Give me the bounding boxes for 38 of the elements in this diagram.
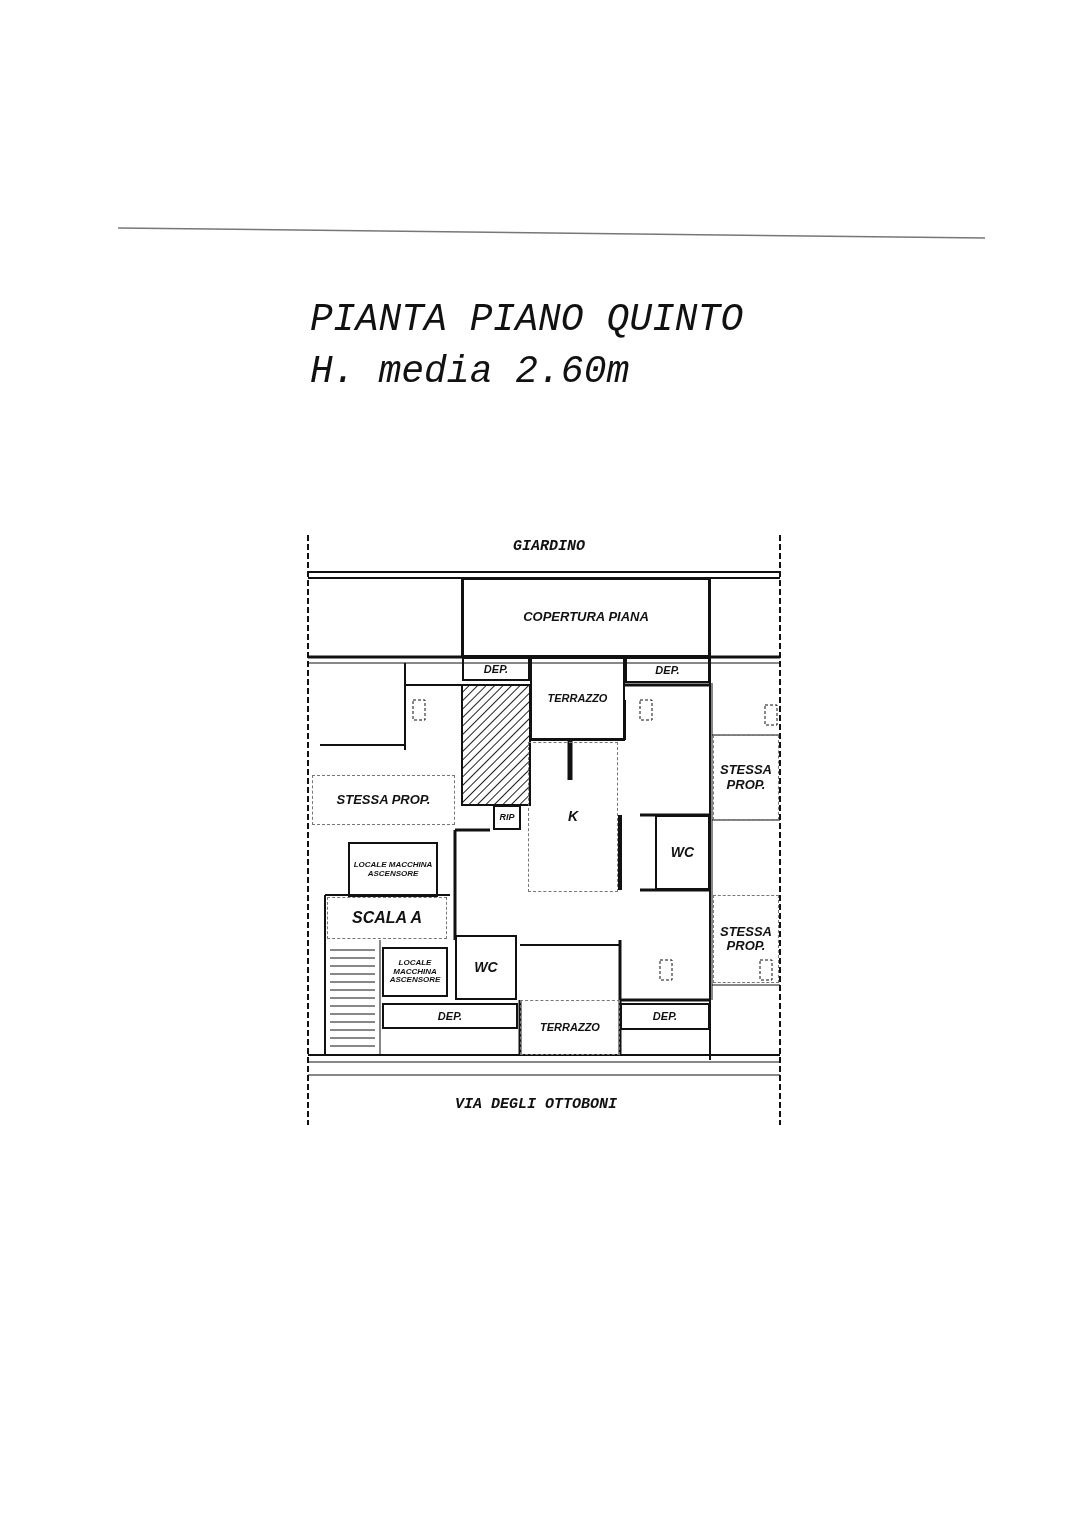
room-label: DEP. (655, 663, 680, 677)
room-area (520, 1000, 620, 1055)
room-area (528, 742, 618, 892)
room-label: WC (474, 959, 498, 976)
room-label: K (567, 809, 579, 825)
room-label: RIP (499, 812, 515, 823)
room-area (713, 735, 779, 820)
room-label: DEP. (652, 1010, 678, 1023)
room-label: TERRAZZO (547, 692, 608, 705)
room-label: LOCALE MACCHINA ASCENSORE (352, 860, 434, 879)
room (530, 657, 625, 740)
street-label: VIA DEGLI OTTOBONI (455, 1096, 618, 1113)
room-label: DEP. (437, 1009, 463, 1023)
plan-title: PIANTA PIANO QUINTO (310, 298, 744, 341)
room-label: LOCALE MACCHINA ASCENSORE (388, 958, 442, 986)
room (462, 657, 530, 681)
room-label: COPERTURA PIANA (523, 610, 649, 625)
room (348, 842, 438, 897)
room (382, 947, 448, 997)
room-label: WC (670, 844, 695, 861)
room (382, 1003, 518, 1029)
room (462, 578, 710, 657)
room-label: STESSA PROP. (719, 924, 773, 954)
room-area (713, 895, 779, 983)
room (620, 1003, 710, 1030)
room-label: DEP. (483, 662, 509, 676)
room-area (312, 775, 455, 825)
room-label: SCALA A (352, 909, 422, 927)
street-label: GIARDINO (513, 538, 585, 555)
room-area (327, 897, 447, 939)
room (493, 805, 521, 830)
room-label: STESSA PROP. (336, 792, 431, 808)
room (455, 935, 517, 1000)
plan-subtitle: H. media 2.60m (310, 350, 630, 393)
room-label: STESSA PROP. (719, 763, 773, 792)
room (655, 815, 710, 890)
room (625, 657, 710, 683)
room-label: TERRAZZO (540, 1021, 600, 1034)
